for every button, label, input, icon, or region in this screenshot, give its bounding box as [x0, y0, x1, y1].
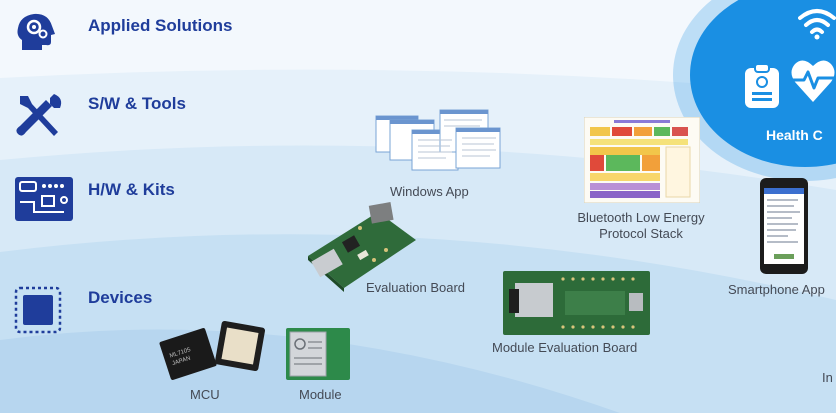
heart-pulse-icon — [791, 60, 835, 102]
circuit-board-icon — [15, 177, 73, 221]
caption-partial: In — [822, 370, 833, 385]
wrench-screwdriver-icon — [16, 94, 62, 136]
wifi-icon — [798, 9, 836, 40]
caption-ble-stack: Bluetooth Low Energy Protocol Stack — [566, 210, 716, 242]
module-evaluation-board-image — [503, 271, 650, 335]
caption-ble-stack-text: Bluetooth Low Energy Protocol Stack — [577, 210, 705, 241]
smartphone-image — [760, 178, 808, 274]
windows-app-image — [375, 109, 501, 171]
svg-text:JAPAN: JAPAN — [171, 356, 191, 368]
row-label-applied-solutions: Applied Solutions — [88, 16, 233, 35]
row-label-hw-kits: H/W & Kits — [88, 180, 175, 199]
caption-mcu: MCU — [190, 387, 220, 402]
mcu-image: ML7105 JAPAN — [159, 320, 266, 380]
row-label-devices: Devices — [88, 288, 153, 307]
ble-stack-image — [584, 117, 700, 203]
chip-icon — [14, 286, 62, 334]
caption-module-evaluation-board: Module Evaluation Board — [492, 340, 638, 355]
head-gears-icon — [17, 13, 55, 50]
caption-smartphone-app: Smartphone App — [728, 282, 825, 297]
caption-module: Module — [299, 387, 342, 402]
health-care-title: Health C — [766, 127, 823, 143]
caption-windows-app: Windows App — [390, 184, 469, 199]
caption-evaluation-board: Evaluation Board — [366, 280, 466, 295]
module-image — [286, 328, 350, 380]
clipboard-icon — [745, 63, 779, 108]
row-label-sw-tools: S/W & Tools — [88, 94, 186, 113]
evaluation-board-image — [308, 202, 416, 292]
